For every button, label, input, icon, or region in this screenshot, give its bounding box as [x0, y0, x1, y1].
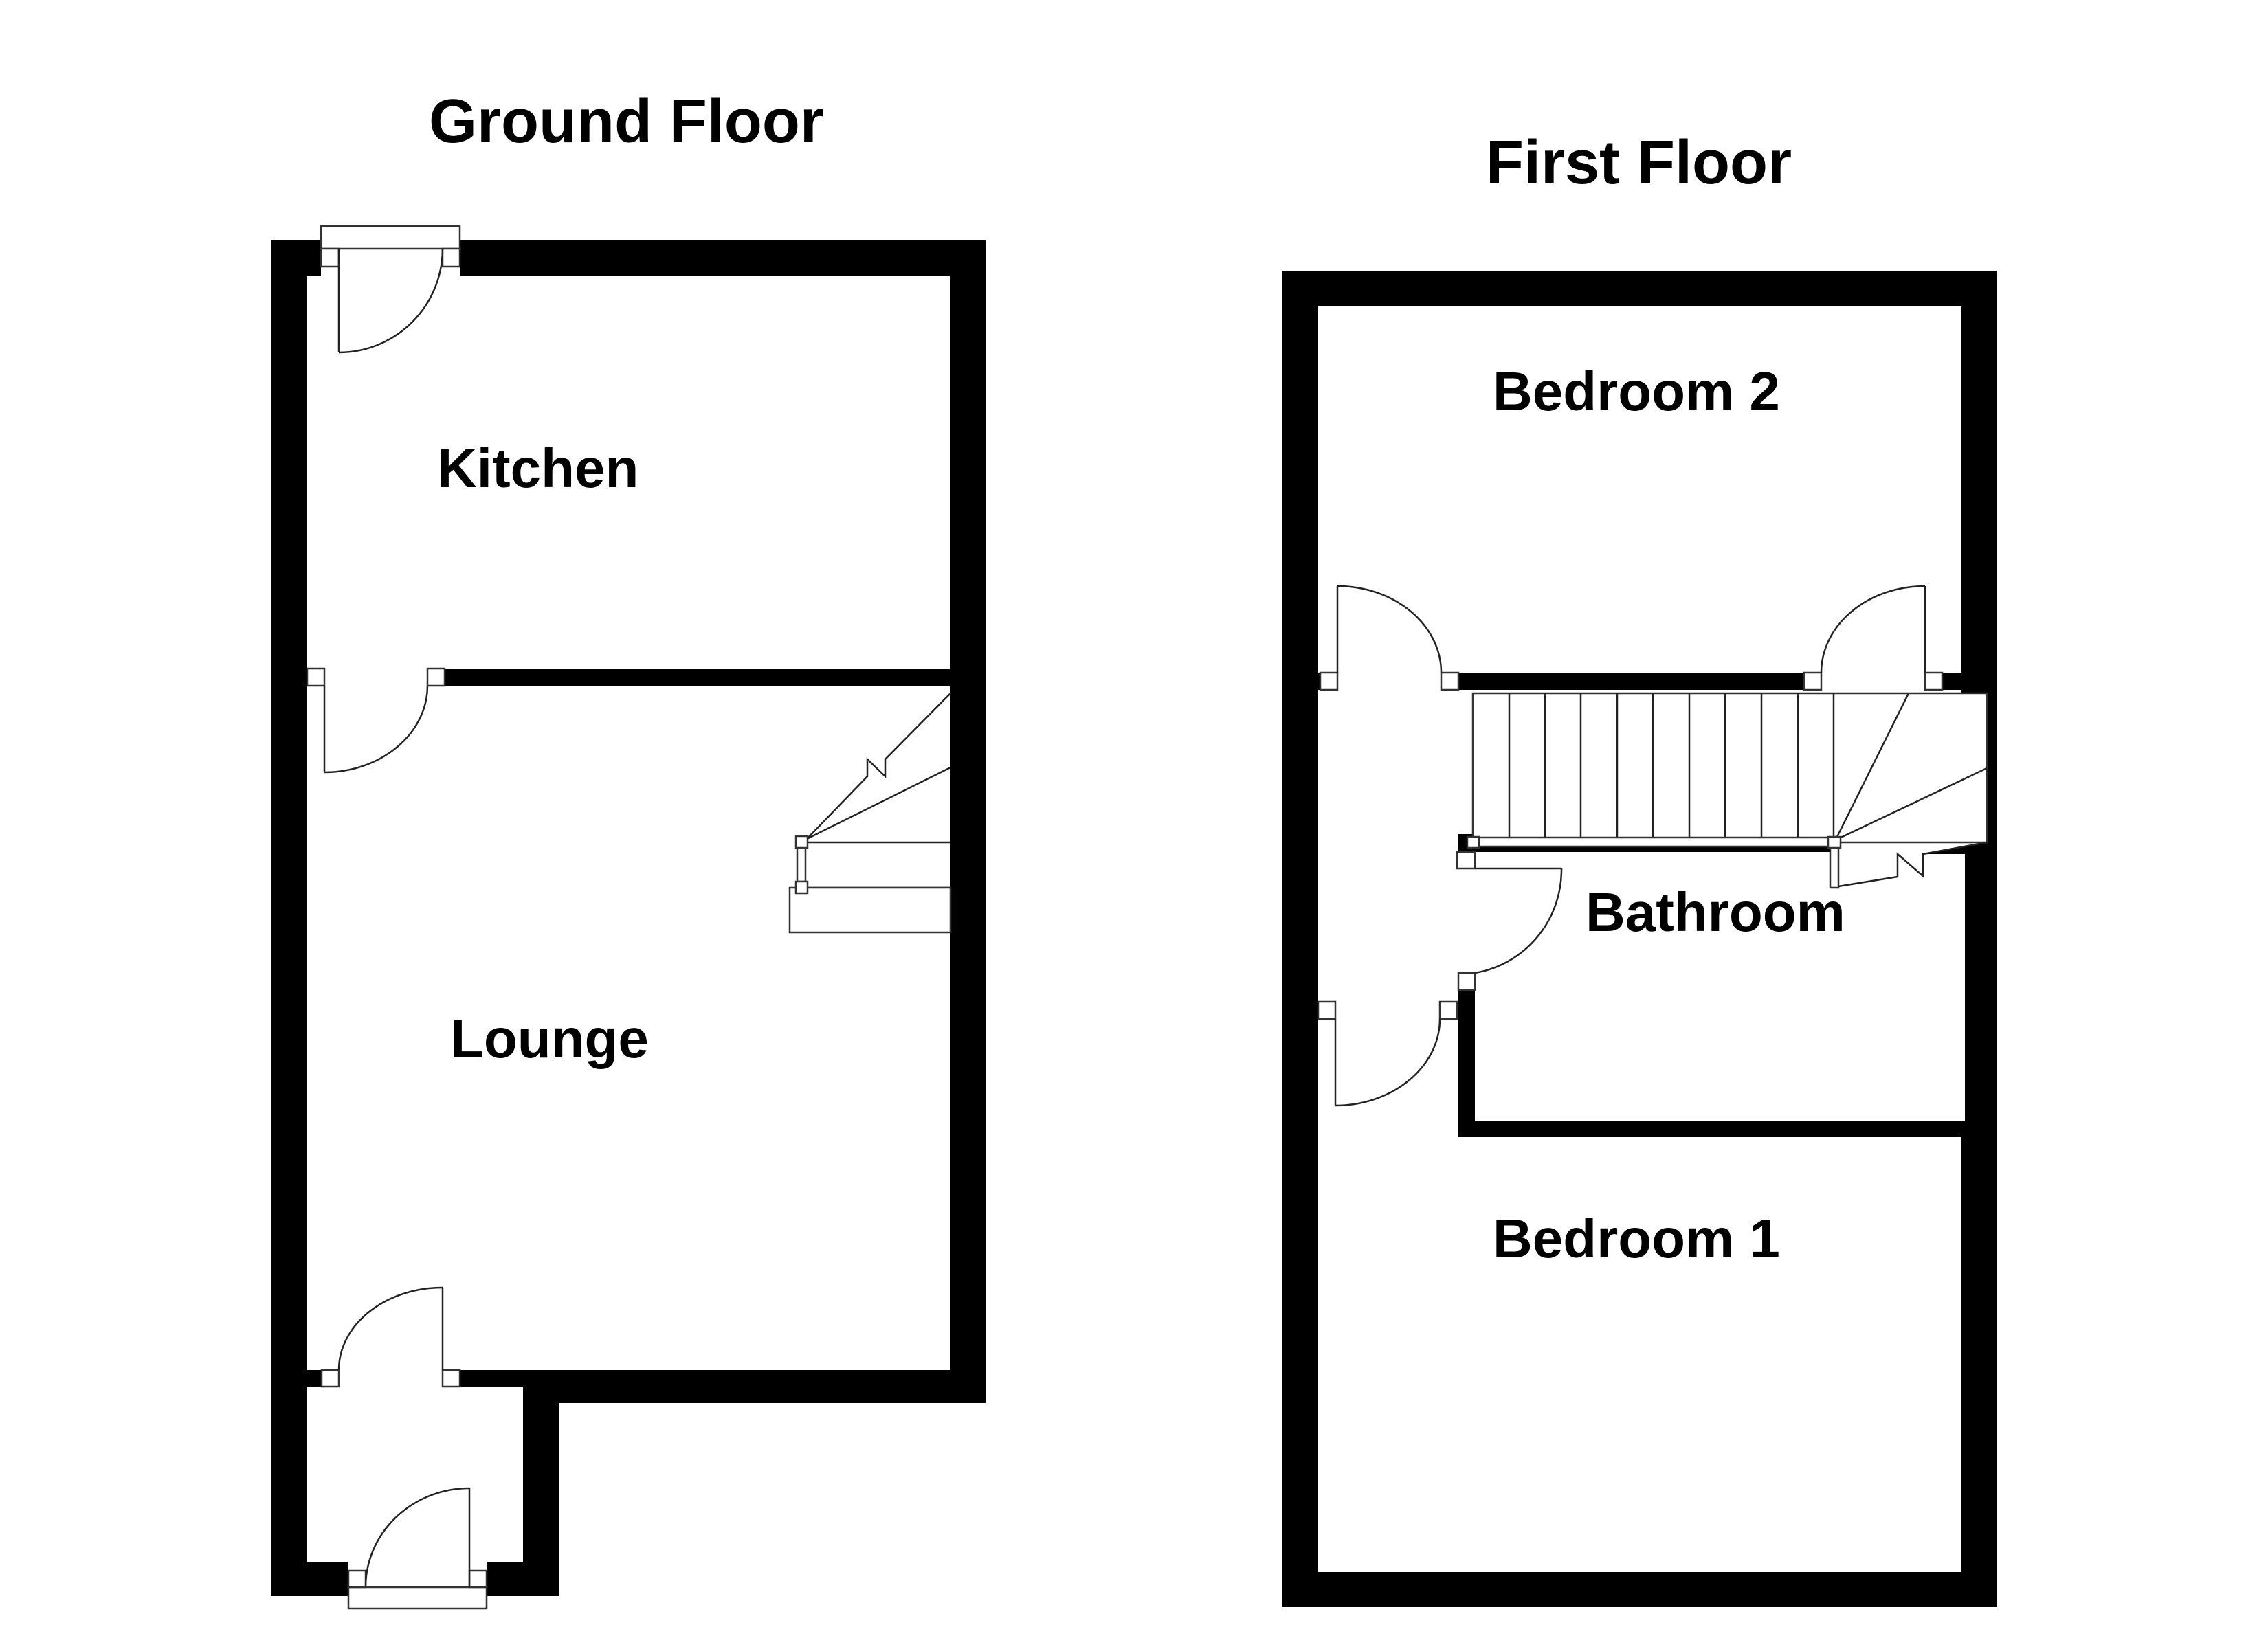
lounge-porch-door[interactable] [320, 1286, 461, 1388]
first-floor-walls [1282, 271, 1997, 1607]
bathroom-door[interactable] [1456, 851, 1563, 991]
room-label-bedroom-2: Bedroom 2 [1493, 361, 1780, 422]
front-door[interactable] [347, 1487, 488, 1610]
bedroom-2-left-door[interactable] [1319, 585, 1460, 691]
room-label-bedroom-1: Bedroom 1 [1493, 1208, 1780, 1269]
newel-post-icon [1827, 835, 1842, 849]
first-floor-staircase [1466, 692, 1988, 889]
ground-floor-title: Ground Floor [429, 87, 824, 156]
room-label-bathroom: Bathroom [1586, 882, 1845, 943]
newel-post-icon [794, 835, 809, 849]
bedroom-2-right-door[interactable] [1803, 585, 1944, 691]
ground-floor-walls [271, 240, 986, 1596]
kitchen-back-door[interactable] [320, 225, 461, 354]
first-floor-plan [1282, 271, 1997, 1607]
first-floor-title: First Floor [1486, 128, 1792, 197]
room-label-lounge: Lounge [450, 1008, 649, 1069]
newel-post-icon [1466, 835, 1480, 849]
newel-post-icon [794, 880, 809, 895]
bedroom-1-door[interactable] [1317, 1000, 1458, 1107]
room-label-kitchen: Kitchen [437, 438, 639, 499]
ground-floor-staircase [788, 693, 952, 934]
kitchen-lounge-door[interactable] [306, 667, 446, 774]
ground-floor-plan [271, 225, 986, 1610]
